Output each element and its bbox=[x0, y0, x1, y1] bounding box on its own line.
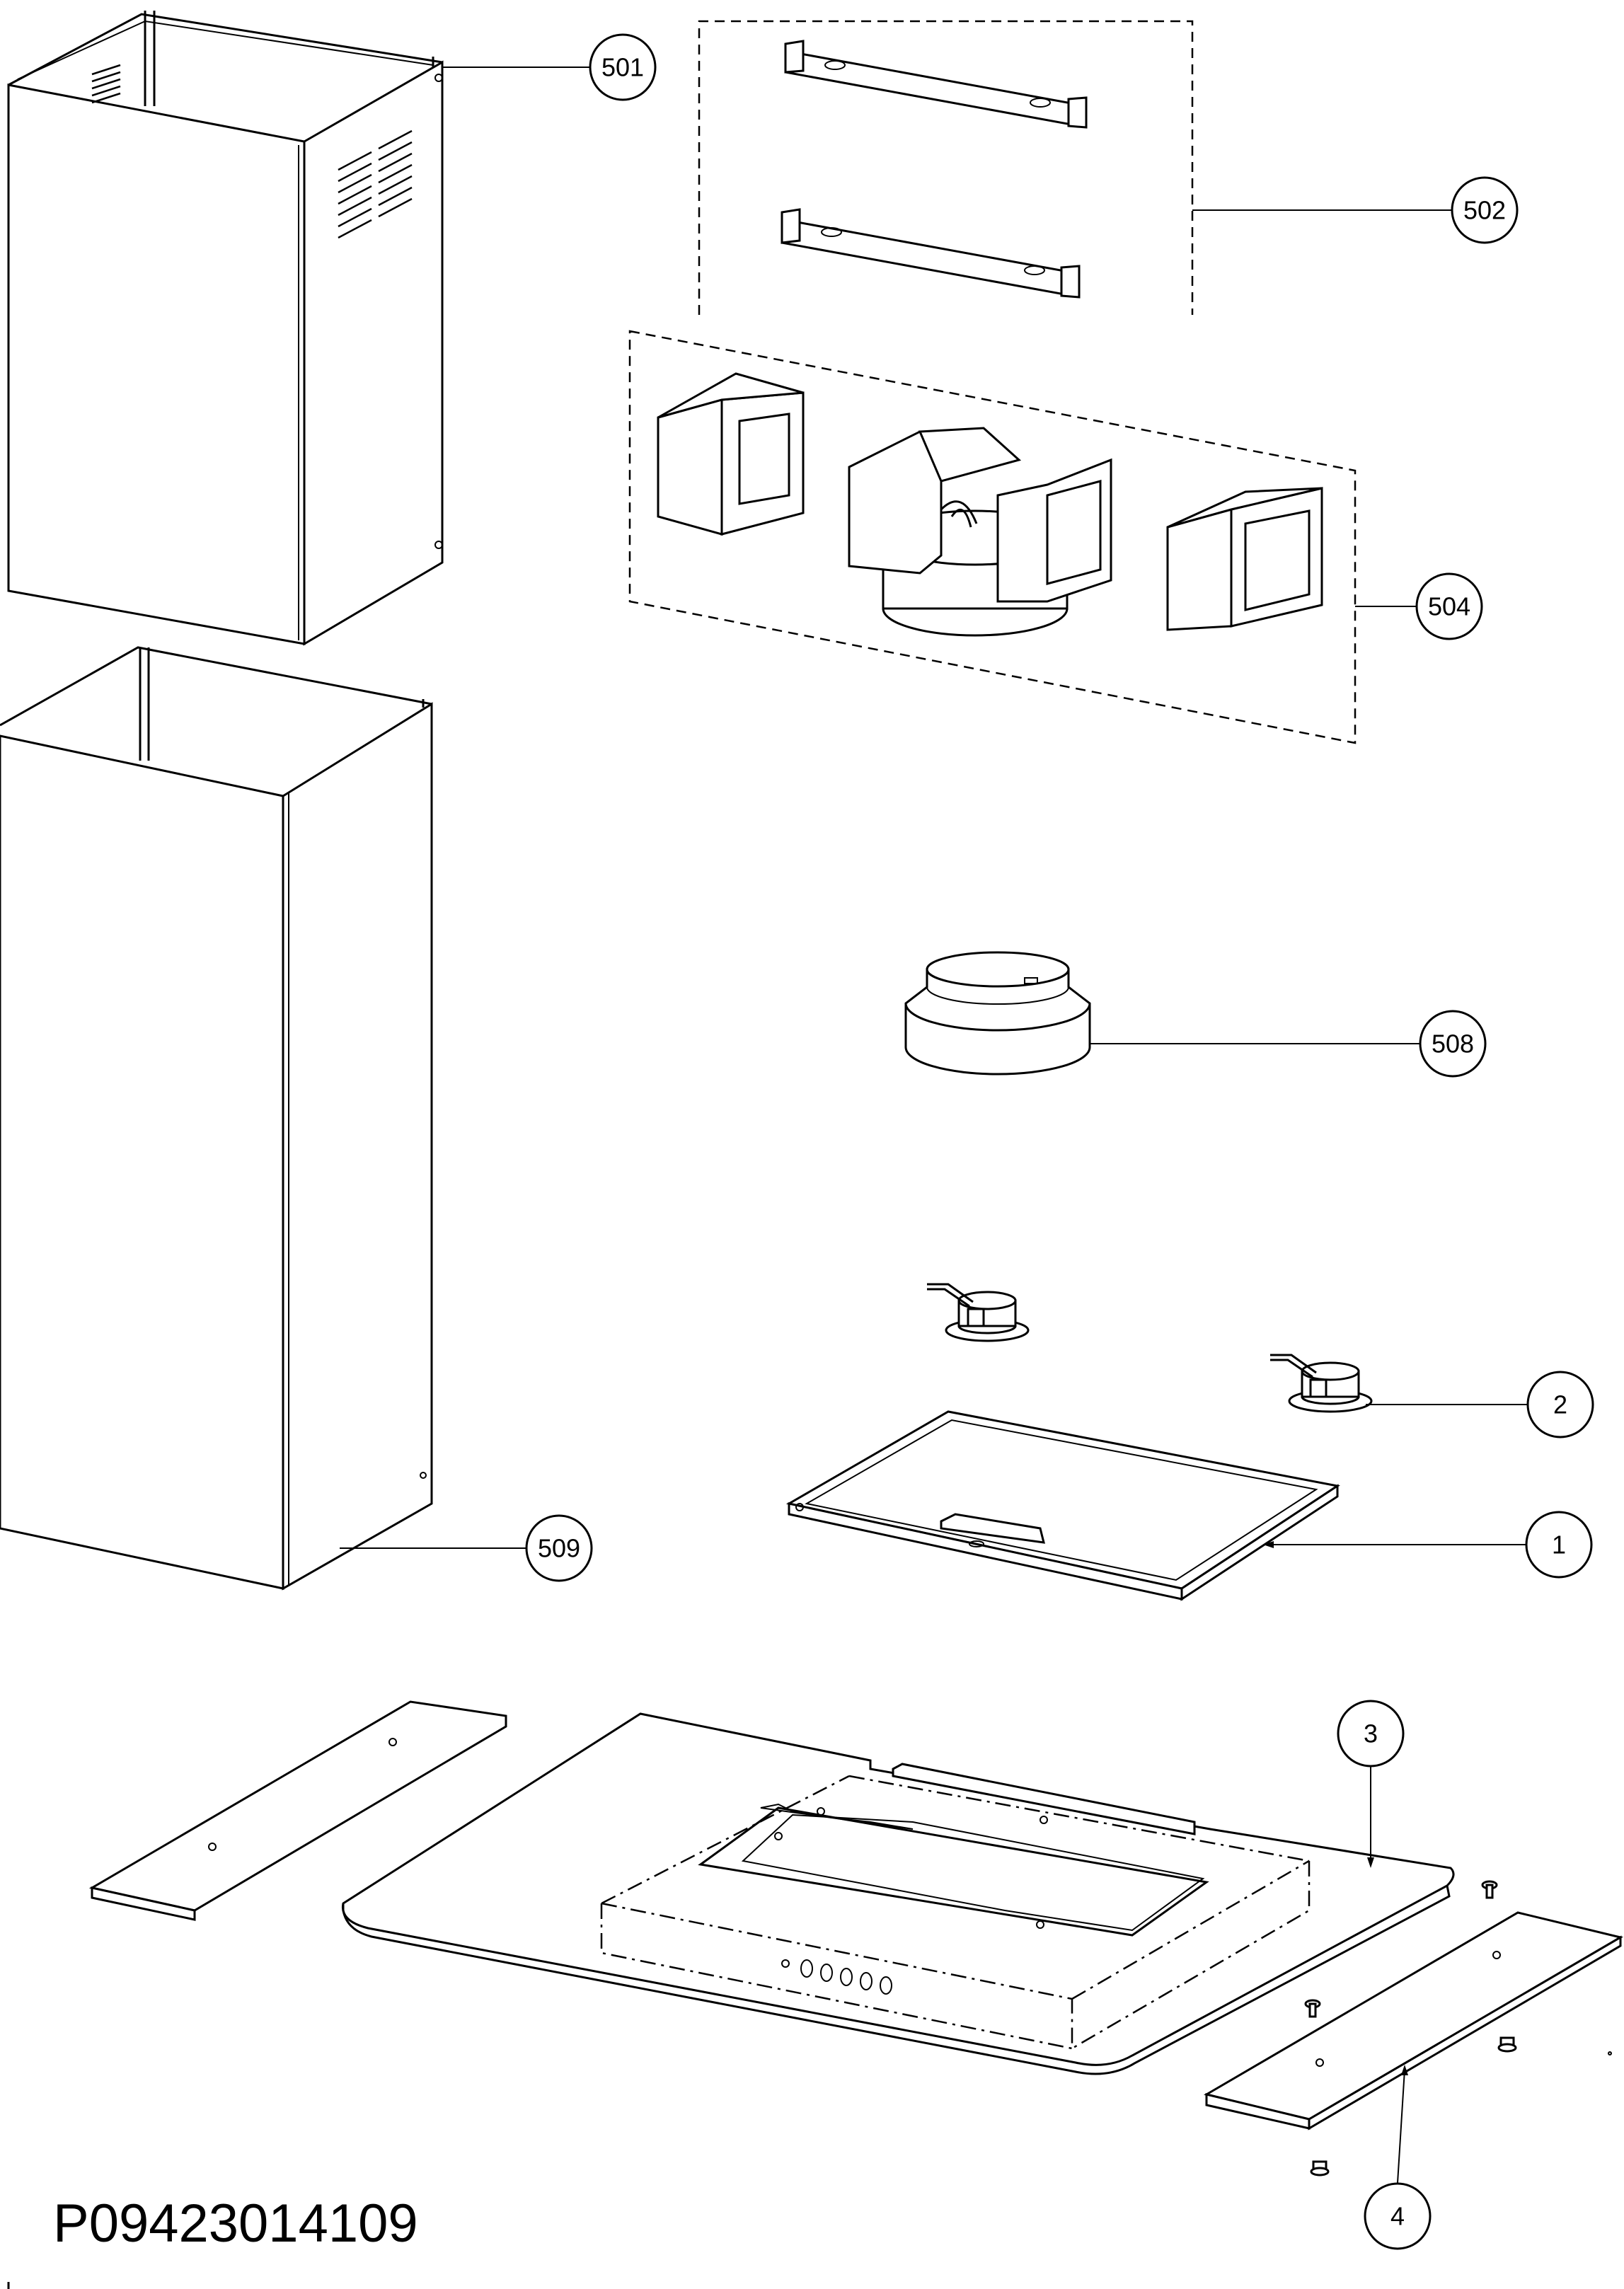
bracket-lower bbox=[781, 208, 1081, 299]
callout-label: 3 bbox=[1364, 1719, 1378, 1748]
duct-connector-right bbox=[1166, 487, 1323, 631]
lamp-right bbox=[1270, 1354, 1373, 1413]
callout-501: 501 bbox=[589, 33, 657, 101]
callout-label: 504 bbox=[1428, 592, 1470, 621]
duct-connector-left bbox=[657, 372, 805, 536]
callout-4: 4 bbox=[1364, 2182, 1432, 2250]
lower-chimney-cover bbox=[0, 646, 433, 1591]
callout-509: 509 bbox=[525, 1514, 593, 1582]
callout-504: 504 bbox=[1415, 572, 1483, 640]
trim-strip-left bbox=[88, 1700, 507, 1921]
callout-label: 509 bbox=[538, 1534, 580, 1563]
hood-body bbox=[341, 1712, 1455, 2075]
callout-label: 501 bbox=[601, 53, 644, 82]
bracket-upper bbox=[784, 40, 1088, 129]
callout-508: 508 bbox=[1419, 1010, 1487, 1078]
duct-adapters-group bbox=[628, 330, 1357, 744]
leader-lines bbox=[340, 67, 1528, 2184]
grease-filter bbox=[785, 1410, 1340, 1601]
lamp-left bbox=[927, 1283, 1030, 1342]
mounting-brackets-group bbox=[698, 20, 1194, 315]
callout-label: 4 bbox=[1390, 2202, 1405, 2231]
callout-3: 3 bbox=[1337, 1700, 1405, 1768]
upper-chimney-cover bbox=[7, 11, 444, 646]
callout-label: 502 bbox=[1463, 196, 1506, 225]
callout-502: 502 bbox=[1451, 176, 1519, 244]
callout-1: 1 bbox=[1525, 1511, 1593, 1579]
round-duct-collar bbox=[904, 951, 1091, 1076]
trim-strip-right bbox=[1204, 1911, 1623, 2131]
document-code: P09423014109 bbox=[53, 2193, 418, 2254]
callout-label: 2 bbox=[1553, 1390, 1567, 1419]
callout-label: 508 bbox=[1432, 1030, 1474, 1059]
screws bbox=[1304, 1880, 1612, 2176]
callout-label: 1 bbox=[1552, 1530, 1566, 1559]
duct-tee-center bbox=[848, 427, 1112, 637]
callout-2: 2 bbox=[1526, 1371, 1594, 1438]
